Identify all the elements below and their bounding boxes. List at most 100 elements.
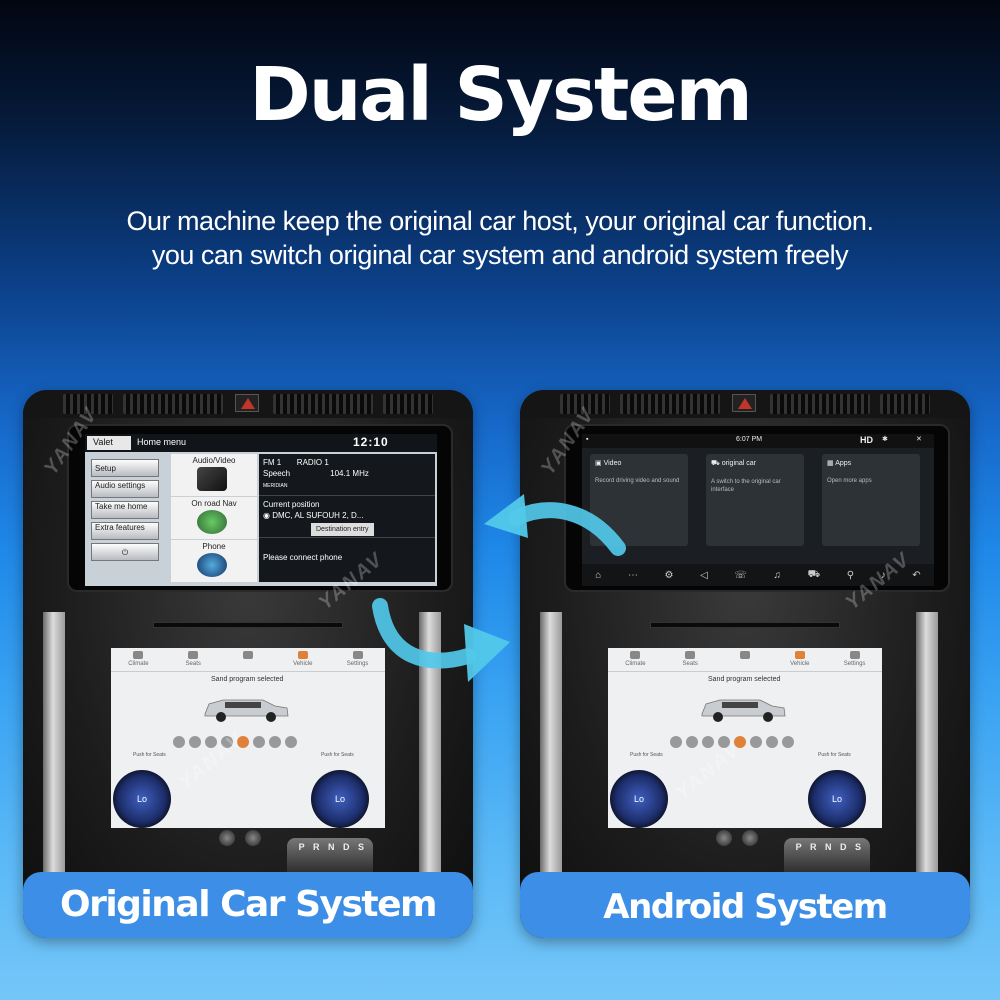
mode-icon[interactable] <box>205 736 217 748</box>
mode-icon[interactable] <box>670 736 682 748</box>
sand-mode-icon[interactable] <box>734 736 746 748</box>
original-car-card[interactable]: ⛟ original car A switch to the original … <box>706 454 804 546</box>
gear-selector: P R N D S <box>287 838 373 878</box>
mode-icon[interactable] <box>750 736 762 748</box>
radio-info[interactable]: FM 1 RADIO 1 Speech 104.1 MHz MERIDIAN <box>259 454 435 496</box>
tab-label: Vehicle <box>790 661 810 667</box>
dock: ⌂ ⋯ ⚙ ◁ ☏ ♫ ⛟ ⚲ ♪ ↶ <box>582 564 934 586</box>
phone-icon[interactable]: ☏ <box>734 569 747 581</box>
radio-frequency: 104.1 MHz <box>330 469 369 478</box>
left-temp-dial[interactable]: Lo <box>113 770 171 828</box>
dots-icon[interactable]: ⋯ <box>627 569 638 581</box>
phone-status: Please connect phone <box>263 553 343 562</box>
audio-settings-button[interactable]: Audio settings <box>91 480 159 498</box>
gear-selector: P R N D S <box>784 838 870 878</box>
location-icon[interactable]: ⚲ <box>846 569 855 581</box>
setup-button[interactable]: Setup <box>91 459 159 477</box>
left-temp-dial[interactable]: Lo <box>610 770 668 828</box>
video-icon: ▣ <box>595 460 602 467</box>
android-system-photo: ▪ 6:07 PM HD ✱ ✕ ▣ Video Record driving … <box>520 390 970 938</box>
air-vents <box>520 390 970 418</box>
apps-card[interactable]: ▦ Apps Open more apps <box>822 454 920 546</box>
tab-vehicle[interactable]: Vehicle <box>275 648 330 671</box>
subtitle-line-1: Our machine keep the original car host, … <box>126 206 874 236</box>
head-unit-bezel: Valet Home menu 12:10 Setup Audio settin… <box>67 424 453 592</box>
take-me-home-button[interactable]: Take me home <box>91 501 159 519</box>
on-road-nav-tile[interactable]: On road Nav <box>171 497 257 539</box>
tab-label: Settings <box>346 661 369 667</box>
back-icon[interactable]: ↶ <box>912 569 921 581</box>
tab-seats[interactable]: Seats <box>166 648 221 671</box>
tab-climate[interactable]: Climate <box>111 648 166 671</box>
tab-settings[interactable]: Settings <box>827 648 882 671</box>
mode-icon[interactable] <box>269 736 281 748</box>
tab-settings[interactable]: Settings <box>330 648 385 671</box>
mode-icon[interactable] <box>766 736 778 748</box>
sand-mode-icon[interactable] <box>237 736 249 748</box>
knob[interactable] <box>219 830 235 846</box>
push-seats-left: Push for Seats <box>630 752 663 758</box>
cd-slot <box>650 622 840 628</box>
mode-icon[interactable] <box>189 736 201 748</box>
gear-icon <box>352 651 363 659</box>
home-icon[interactable]: ⌂ <box>595 569 602 581</box>
valet-button[interactable]: Valet <box>87 436 131 450</box>
bars-icon <box>242 651 253 659</box>
suv-image <box>204 699 289 722</box>
tab-vehicle[interactable]: Vehicle <box>772 648 827 671</box>
volume-icon[interactable]: ♪ <box>880 569 886 581</box>
climate-icon <box>133 651 144 659</box>
push-seats-right: Push for Seats <box>818 752 851 758</box>
knob[interactable] <box>742 830 758 846</box>
tab-climate[interactable]: Climate <box>608 648 663 671</box>
car-icon[interactable]: ⛟ <box>807 568 821 580</box>
card-title: Video <box>603 460 622 467</box>
right-temp-dial[interactable]: Lo <box>311 770 369 828</box>
destination-entry-button[interactable]: Destination entry <box>311 523 374 536</box>
globe-phone-icon <box>197 553 227 577</box>
music-icon[interactable]: ♫ <box>773 569 782 581</box>
mode-icon[interactable] <box>686 736 698 748</box>
suv-image <box>701 699 786 722</box>
status-time: 6:07 PM <box>736 436 763 443</box>
card-desc: Open more apps <box>827 478 872 484</box>
mode-icon[interactable] <box>782 736 794 748</box>
settings-icon[interactable]: ⚙ <box>664 569 674 581</box>
seat-icon <box>685 651 696 659</box>
knob[interactable] <box>245 830 261 846</box>
tab-label: Vehicle <box>293 661 313 667</box>
clock: 12:10 <box>353 435 389 449</box>
subtitle-line-2: you can switch original car system and a… <box>151 240 849 270</box>
mode-icon[interactable] <box>702 736 714 748</box>
switch-to-original-arrow-icon <box>484 494 626 556</box>
film-icon <box>197 467 227 491</box>
side-menu: Setup Audio settings Take me home Extra … <box>87 456 163 564</box>
mode-icon[interactable] <box>221 736 233 748</box>
knob[interactable] <box>716 830 732 846</box>
bluetooth-icon: ✱ <box>882 436 888 443</box>
close-icon[interactable]: ✕ <box>916 436 922 443</box>
climate-icon <box>630 651 641 659</box>
tab-seats[interactable]: Seats <box>663 648 718 671</box>
card-desc: Record driving video and sound <box>595 478 680 484</box>
tab-blank[interactable] <box>221 648 276 671</box>
card-title: Apps <box>835 460 852 467</box>
silver-trim-left <box>540 612 562 932</box>
apps-grid-icon: ▦ <box>827 460 834 467</box>
extra-features-button[interactable]: Extra features <box>91 522 159 540</box>
phone-tile[interactable]: Phone <box>171 540 257 582</box>
current-position-label: Current position <box>263 500 320 509</box>
mode-icon[interactable] <box>285 736 297 748</box>
audio-video-tile[interactable]: Audio/Video <box>171 454 257 496</box>
sand-program-text: Sand program selected <box>708 676 781 683</box>
power-button[interactable]: ⏻ <box>91 543 159 561</box>
original-car-system-label: Original Car System <box>23 872 473 938</box>
mode-icon[interactable] <box>253 736 265 748</box>
mode-icon[interactable] <box>173 736 185 748</box>
phone-info[interactable]: Please connect phone <box>259 538 435 580</box>
navigation-icon[interactable]: ◁ <box>700 569 708 581</box>
tab-blank[interactable] <box>718 648 773 671</box>
mode-icon[interactable] <box>718 736 730 748</box>
nav-info[interactable]: Current position ◉ DMC, AL SUFOUH 2, D..… <box>259 496 435 538</box>
right-temp-dial[interactable]: Lo <box>808 770 866 828</box>
